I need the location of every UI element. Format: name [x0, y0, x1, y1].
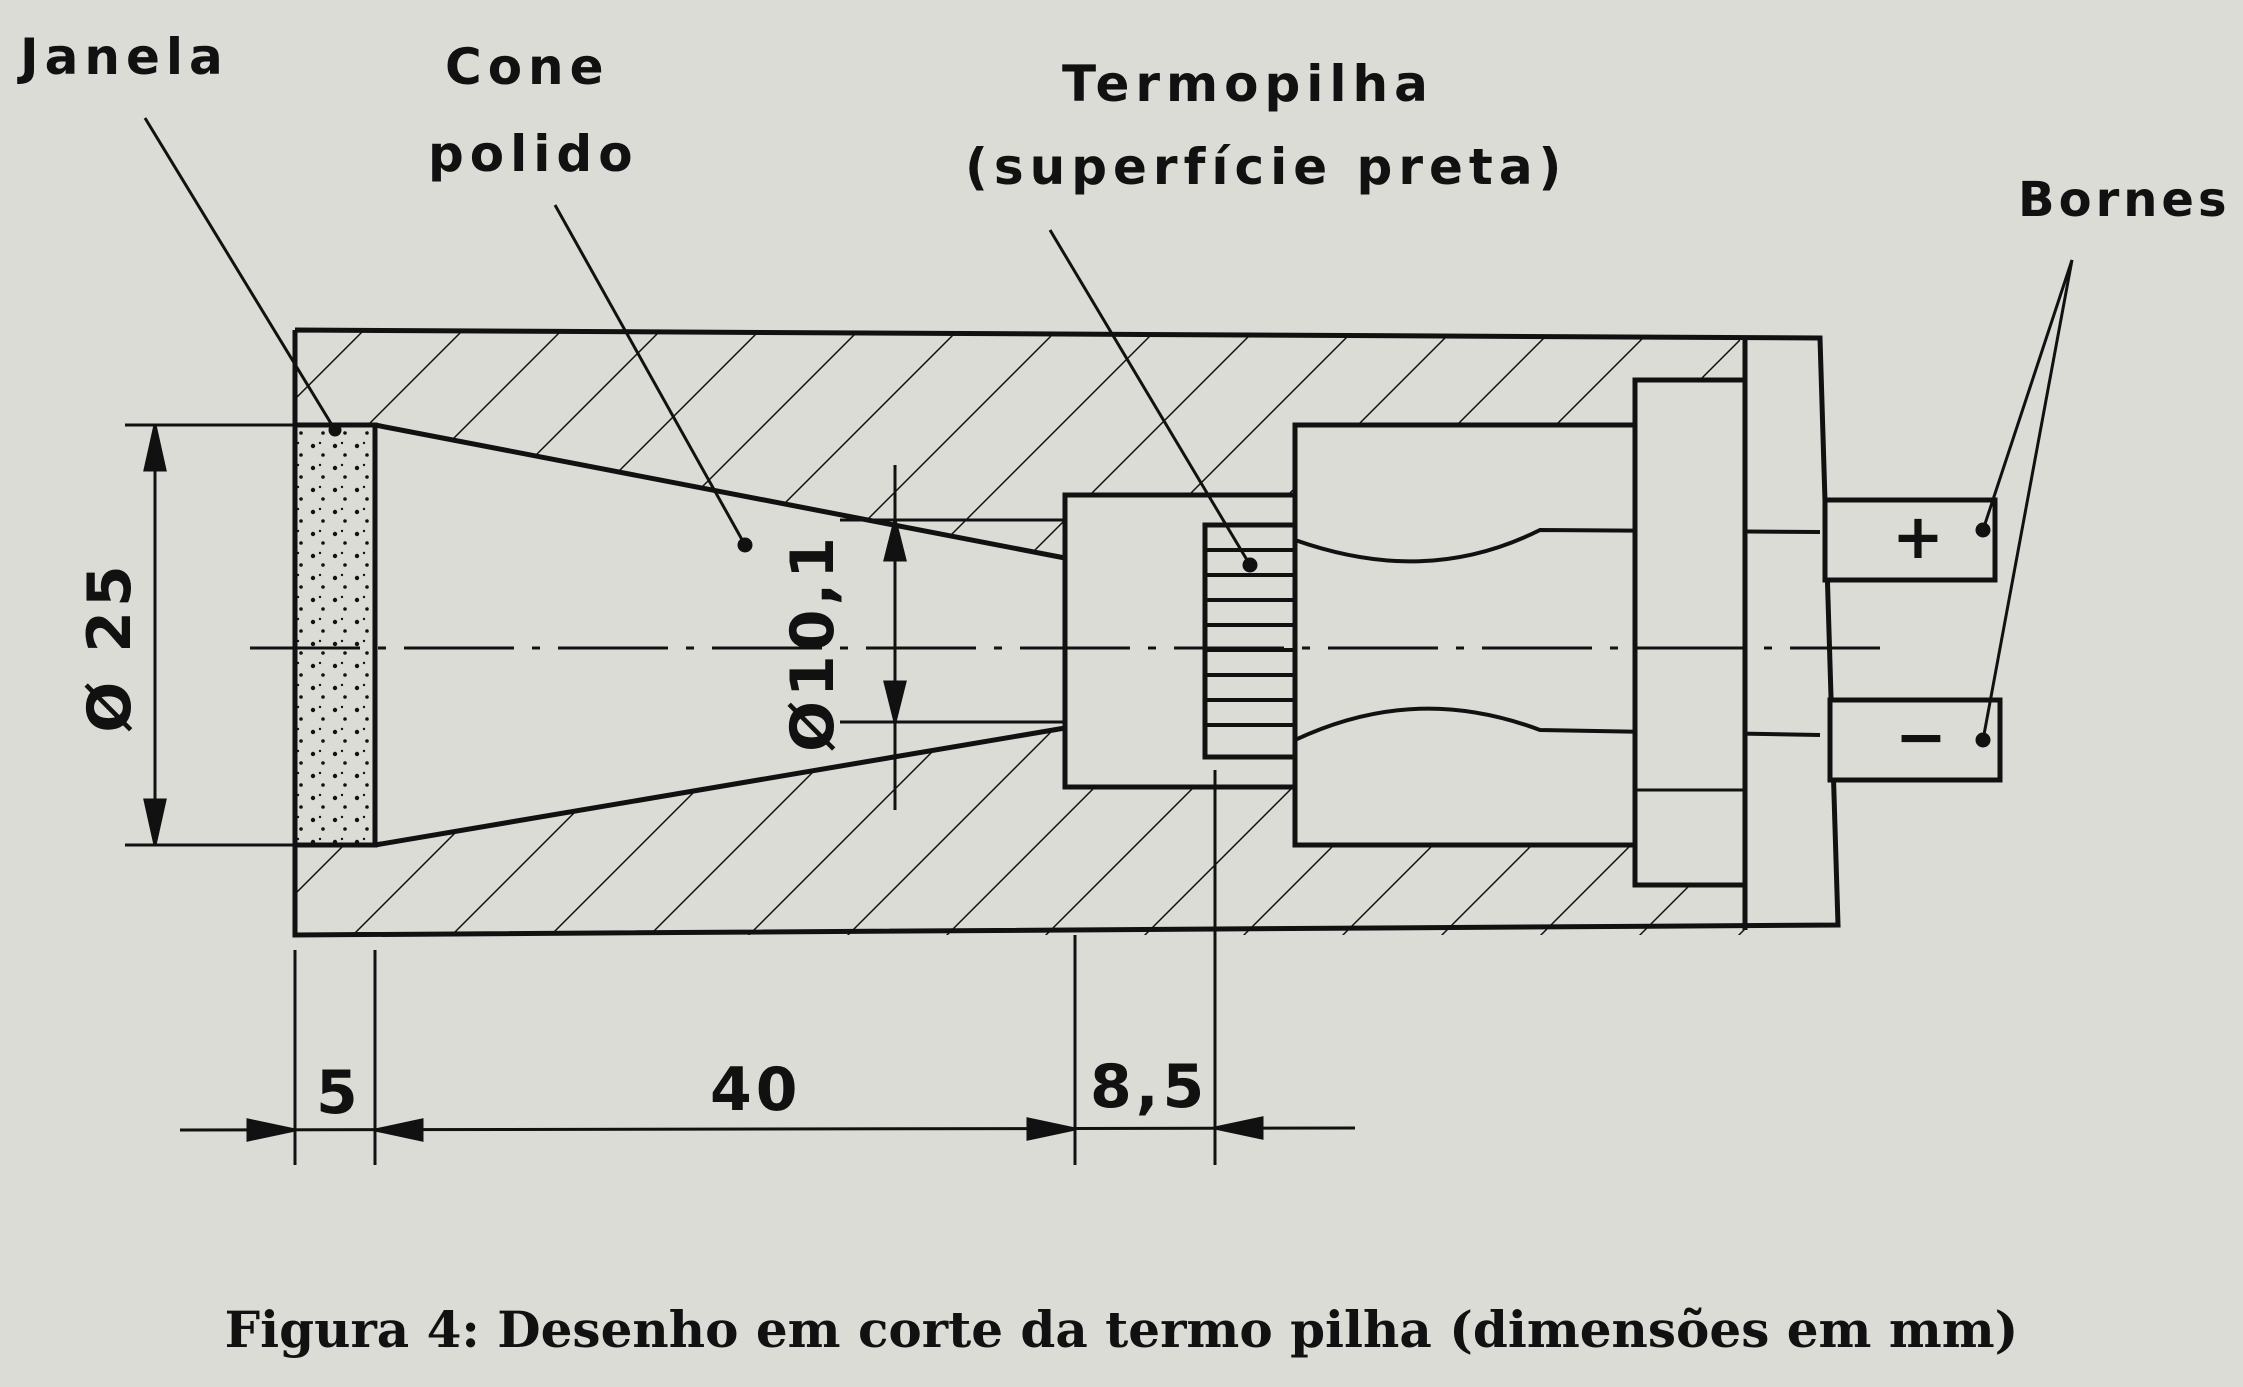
dimension-diameter-10 — [840, 465, 1065, 810]
leader-lines — [143, 117, 2074, 748]
terminal-positive-symbol: + — [1892, 500, 1944, 573]
figure-caption: Figura 4: Desenho em corte da termo pilh… — [224, 1300, 2019, 1359]
housing-bottom-wall — [295, 728, 1745, 935]
dim-cone-length: 40 — [710, 1055, 802, 1125]
dimension-diameter-25 — [125, 423, 295, 847]
connector-plate — [1632, 377, 1748, 888]
terminal-negative — [1827, 697, 2003, 783]
label-janela: Janela — [20, 28, 229, 86]
signal-wires — [1294, 527, 1821, 742]
housing-body — [292, 327, 2003, 938]
dim-window-thickness: 5 — [316, 1058, 362, 1128]
window-part — [292, 422, 378, 848]
dim-diameter-25: Ø 25 — [75, 561, 145, 733]
dim-sensor-depth: 8,5 — [1090, 1052, 1209, 1122]
terminal-negative-symbol: − — [1895, 700, 1947, 773]
rear-block — [1292, 422, 1638, 848]
terminal-positive — [1822, 497, 1998, 583]
label-cone-line2: polido — [428, 125, 639, 183]
dim-diameter-10: Ø10,1 — [778, 532, 848, 752]
label-termopilha-line1: Termopilha — [1062, 55, 1434, 113]
cone-outline — [374, 422, 1066, 561]
label-cone-line1: Cone — [445, 38, 610, 96]
label-termopilha-line2: (superfície preta) — [965, 138, 1568, 196]
sensor-chamber — [1062, 492, 1298, 790]
label-bornes: Bornes — [2018, 172, 2231, 228]
dimension-lengths — [179, 770, 1356, 1165]
